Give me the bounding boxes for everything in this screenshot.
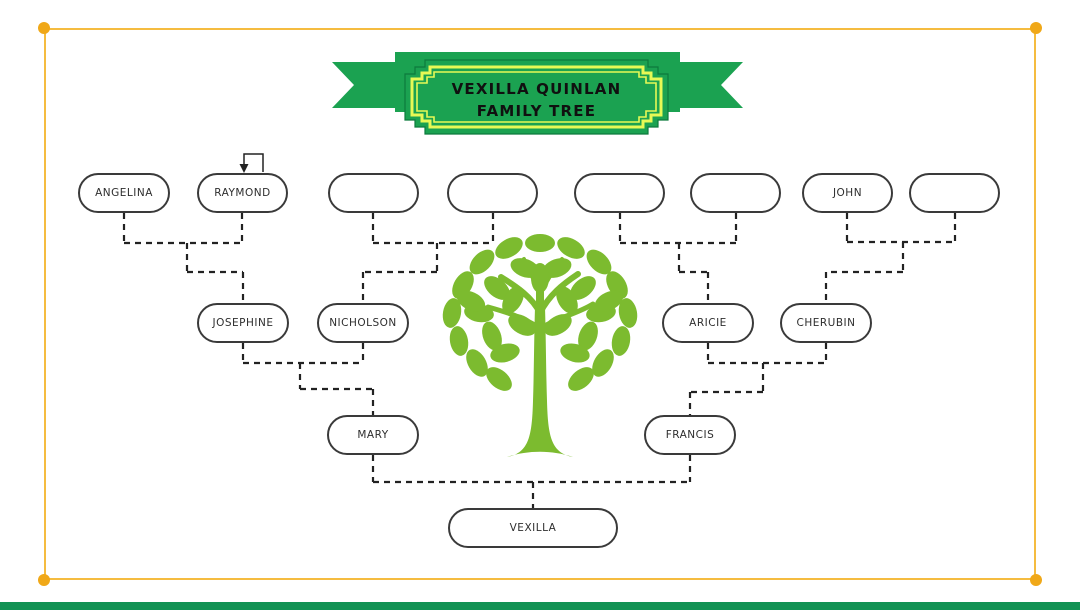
person-node-aricie[interactable]: ARICIE bbox=[662, 303, 754, 343]
person-node-vexilla[interactable]: VEXILLA bbox=[448, 508, 618, 548]
person-node-grandparent-3[interactable] bbox=[328, 173, 419, 213]
frame-corner-dot-top-right bbox=[1030, 22, 1042, 34]
person-node-mary[interactable]: MARY bbox=[327, 415, 419, 455]
banner-ribbon-icon bbox=[332, 52, 743, 135]
person-node-grandparent-8[interactable] bbox=[909, 173, 1000, 213]
frame-corner-dot-bottom-left bbox=[38, 574, 50, 586]
person-node-francis[interactable]: FRANCIS bbox=[644, 415, 736, 455]
person-node-josephine[interactable]: JOSEPHINE bbox=[197, 303, 289, 343]
footer-bar bbox=[0, 602, 1080, 610]
person-node-raymond[interactable]: RAYMOND bbox=[197, 173, 288, 213]
frame-corner-dot-top-left bbox=[38, 22, 50, 34]
person-node-grandparent-6[interactable] bbox=[690, 173, 781, 213]
tree-silhouette-icon bbox=[442, 234, 638, 457]
person-node-john[interactable]: JOHN bbox=[802, 173, 893, 213]
person-node-angelina[interactable]: ANGELINA bbox=[78, 173, 170, 213]
person-node-grandparent-5[interactable] bbox=[574, 173, 665, 213]
person-node-nicholson[interactable]: NICHOLSON bbox=[317, 303, 409, 343]
person-node-grandparent-4[interactable] bbox=[447, 173, 538, 213]
frame-corner-dot-bottom-right bbox=[1030, 574, 1042, 586]
person-node-cherubin[interactable]: CHERUBIN bbox=[780, 303, 872, 343]
